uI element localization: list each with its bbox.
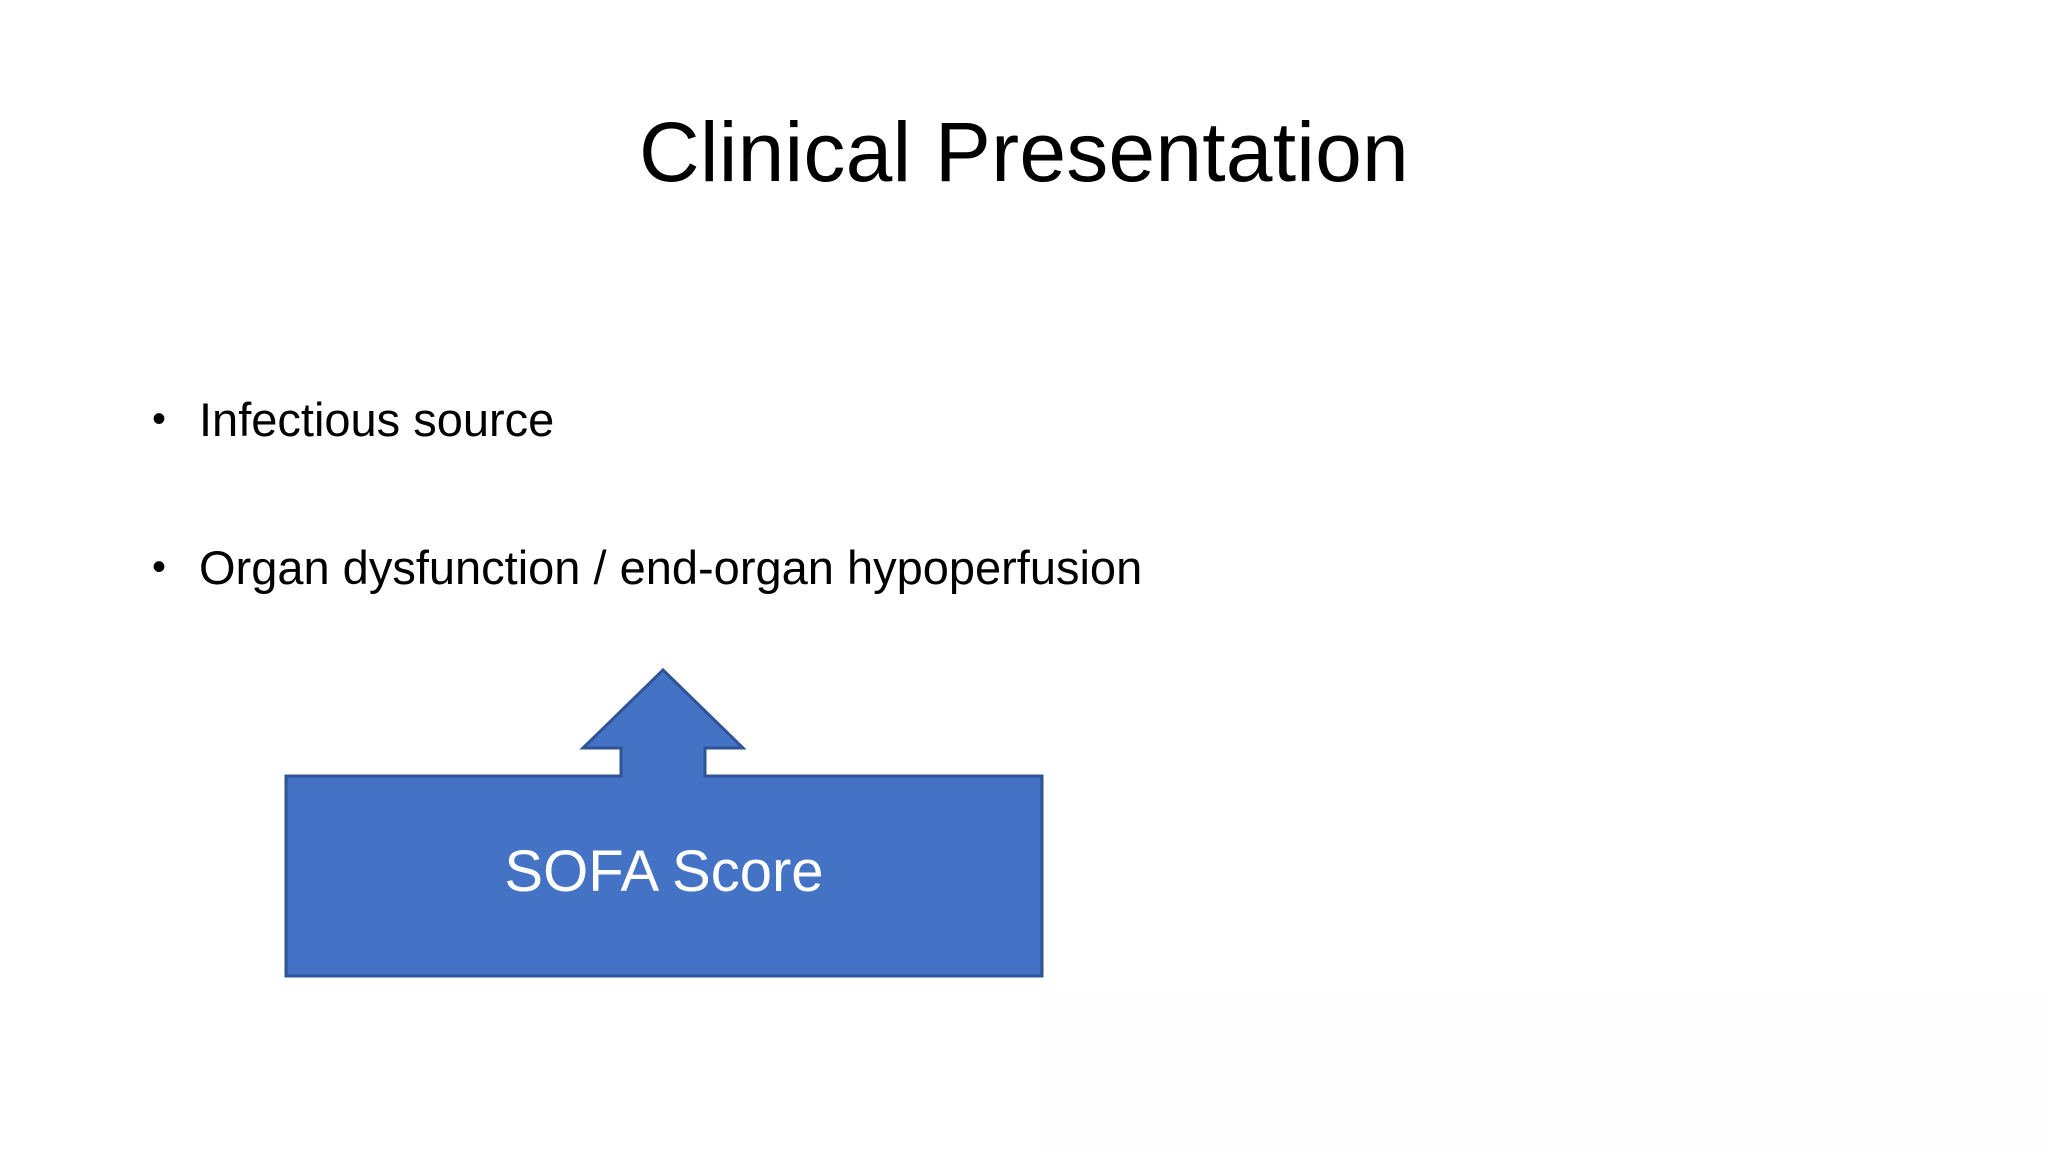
page-title: Clinical Presentation [639, 105, 1409, 199]
callout-label: SOFA Score [504, 839, 824, 904]
bullet-point-icon: • [152, 545, 167, 590]
list-item: • Organ dysfunction / end-organ hypoperf… [152, 540, 1652, 595]
list-item: • Infectious source [152, 392, 1652, 447]
background-wash [1040, 990, 2048, 1152]
up-arrow-callout-icon [284, 667, 1044, 978]
list-item-label: Organ dysfunction / end-organ hypoperfus… [199, 541, 1143, 595]
sofa-score-callout-shape [282, 666, 1046, 980]
bullet-point-icon: • [152, 397, 167, 441]
list-item-label: Infectious source [199, 393, 555, 446]
bullet-list: • Infectious source • Organ dysfunction … [152, 392, 1652, 596]
